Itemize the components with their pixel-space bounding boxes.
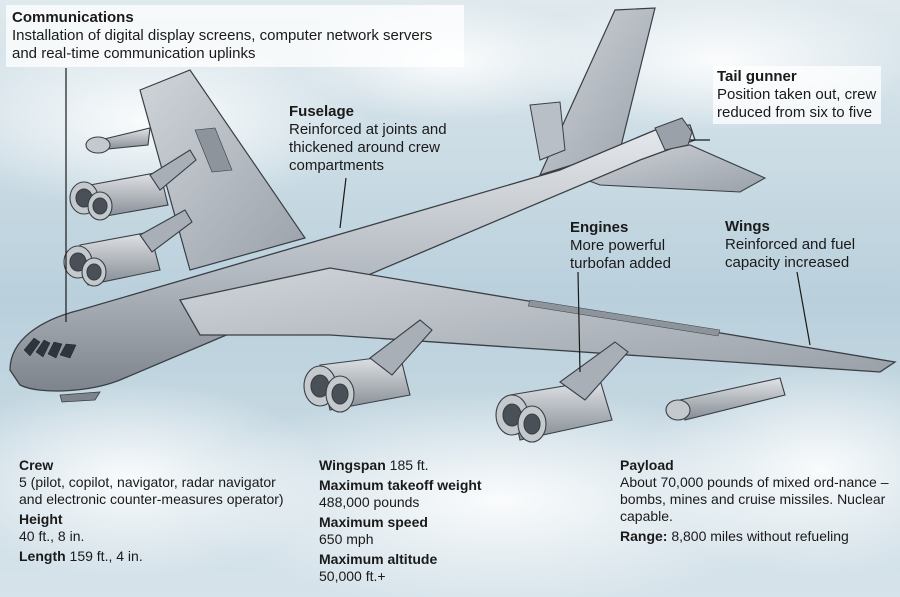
communications-title: Communications <box>12 9 134 26</box>
height-label: Height <box>19 511 63 527</box>
near-engine-outer <box>665 377 786 421</box>
max-altitude-value: 50,000 ft.+ <box>319 568 386 584</box>
specs-middle: Wingspan 185 ft. Maximum takeoff weight … <box>319 457 579 585</box>
crew-label: Crew <box>19 457 54 473</box>
communications-body: Installation of digital display screens,… <box>12 27 433 62</box>
near-wing <box>178 267 897 373</box>
leader-lines <box>65 68 811 373</box>
max-speed-value: 650 mph <box>319 531 374 547</box>
near-engine-pod-2 <box>495 341 629 443</box>
wings-title: Wings <box>725 218 770 235</box>
far-engine-pod-1 <box>69 149 197 221</box>
wingspan-value: 185 ft. <box>389 457 429 473</box>
fuselage-body: Reinforced at joints and thickened aroun… <box>289 121 447 174</box>
tail-gunner-body: Position taken out, crew reduced from si… <box>717 86 877 121</box>
max-takeoff-label: Maximum takeoff weight <box>319 477 482 493</box>
payload-label: Payload <box>620 457 674 473</box>
max-takeoff-value: 488,000 pounds <box>319 494 420 510</box>
specs-left: Crew 5 (pilot, copilot, navigator, radar… <box>19 457 289 565</box>
crew-value: 5 (pilot, copilot, navigator, radar navi… <box>19 474 284 507</box>
max-altitude-label: Maximum altitude <box>319 551 438 567</box>
fuselage-callout: Fuselage Reinforced at joints and thicke… <box>289 103 489 175</box>
far-engine-pod-2 <box>63 209 193 287</box>
length-value: 159 ft., 4 in. <box>69 548 143 564</box>
far-engine-outer <box>85 127 151 154</box>
engines-body: More powerful turbofan added <box>570 237 671 272</box>
cockpit-windows <box>23 337 77 359</box>
payload-value: About 70,000 pounds of mixed ord-nance –… <box>620 474 889 524</box>
tail-gunner-callout: Tail gunner Position taken out, crew red… <box>713 66 881 124</box>
near-engine-pod-1 <box>303 319 433 413</box>
fuselage-title: Fuselage <box>289 103 355 120</box>
wings-body: Reinforced and fuel capacity increased <box>725 236 856 271</box>
engines-title: Engines <box>570 219 629 236</box>
tail-gunner-title: Tail gunner <box>717 68 797 85</box>
wings-callout: Wings Reinforced and fuel capacity incre… <box>725 218 885 272</box>
range-label: Range: <box>620 528 668 544</box>
max-speed-label: Maximum speed <box>319 514 428 530</box>
specs-right: Payload About 70,000 pounds of mixed ord… <box>620 457 894 545</box>
length-label: Length <box>19 548 66 564</box>
communications-callout: Communications Installation of digital d… <box>6 5 464 67</box>
height-value: 40 ft., 8 in. <box>19 528 85 544</box>
fuselage <box>9 124 696 392</box>
engines-callout: Engines More powerful turbofan added <box>570 219 700 273</box>
wingspan-label: Wingspan <box>319 457 386 473</box>
range-value: 8,800 miles without refueling <box>671 528 849 544</box>
